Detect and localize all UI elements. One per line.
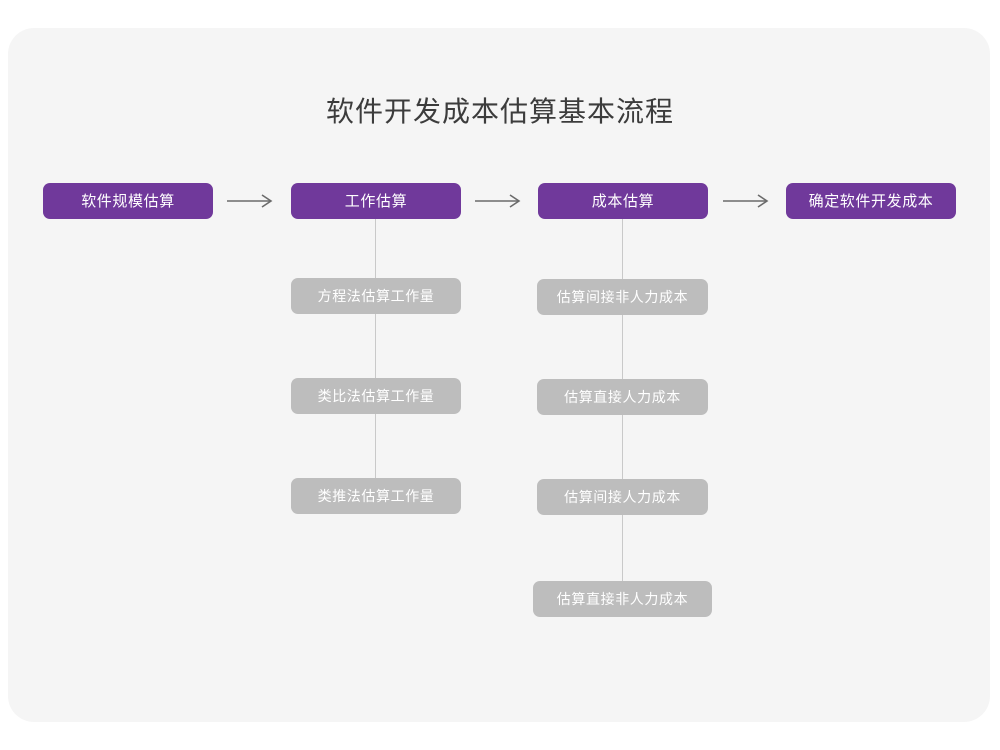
branch-node-stage3-2-label: 估算直接人力成本 bbox=[564, 389, 681, 405]
branch-node-stage2-1[interactable]: 方程法估算工作量 bbox=[291, 278, 461, 314]
stage-node-3[interactable]: 成本估算 bbox=[538, 183, 708, 219]
stage-node-1[interactable]: 软件规模估算 bbox=[43, 183, 213, 219]
branch-node-stage2-2-label: 类比法估算工作量 bbox=[317, 388, 435, 404]
stage-node-4[interactable]: 确定软件开发成本 bbox=[786, 183, 956, 219]
page-title: 软件开发成本估算基本流程 bbox=[325, 96, 674, 127]
stage-node-2[interactable]: 工作估算 bbox=[291, 183, 461, 219]
branch-node-stage3-4-label: 估算直接非人力成本 bbox=[556, 591, 689, 607]
branch-node-stage3-3-label: 估算间接人力成本 bbox=[564, 489, 681, 505]
branch-node-stage3-2[interactable]: 估算直接人力成本 bbox=[537, 379, 708, 415]
branch-node-stage2-1-label: 方程法估算工作量 bbox=[317, 288, 435, 304]
connector-line-stage2-branch bbox=[375, 218, 376, 506]
branch-node-stage2-3[interactable]: 类推法估算工作量 bbox=[291, 478, 461, 514]
content-card bbox=[8, 28, 990, 722]
branch-node-stage3-1[interactable]: 估算间接非人力成本 bbox=[537, 279, 708, 315]
arrow-stage2-to-stage3 bbox=[474, 189, 524, 213]
branch-node-stage3-3[interactable]: 估算间接人力成本 bbox=[537, 479, 708, 515]
stage-node-3-label: 成本估算 bbox=[591, 192, 655, 210]
branch-node-stage2-2[interactable]: 类比法估算工作量 bbox=[291, 378, 461, 414]
stage-node-1-label: 软件规模估算 bbox=[81, 192, 175, 210]
stage-node-4-label: 确定软件开发成本 bbox=[808, 192, 934, 210]
branch-node-stage3-4[interactable]: 估算直接非人力成本 bbox=[533, 581, 712, 617]
branch-node-stage3-1-label: 估算间接非人力成本 bbox=[556, 289, 689, 305]
branch-node-stage2-3-label: 类推法估算工作量 bbox=[317, 488, 435, 504]
arrow-stage1-to-stage2 bbox=[226, 189, 276, 213]
arrow-stage3-to-stage4 bbox=[722, 189, 772, 213]
stage-node-2-label: 工作估算 bbox=[344, 192, 408, 210]
